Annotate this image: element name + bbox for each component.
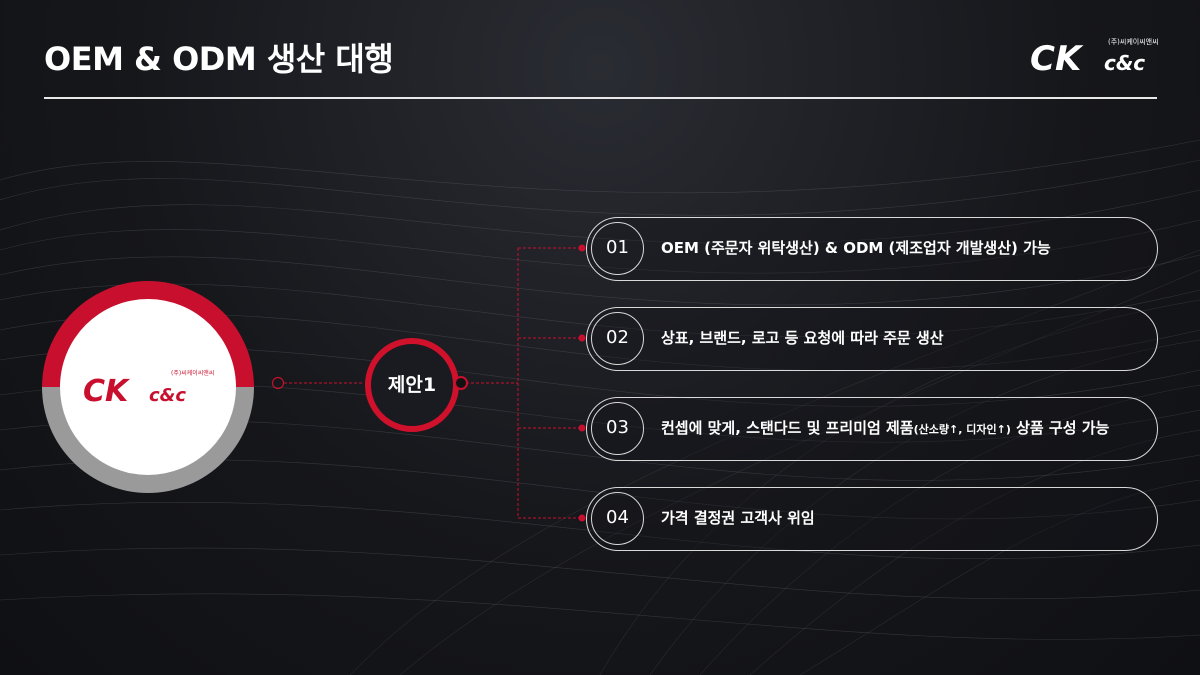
logo-mark: CK	[1030, 39, 1084, 76]
item-text: 상표, 브랜드, 로고 등 요청에 따라 주문 생산	[661, 329, 944, 347]
logo-cc: c&c	[1104, 51, 1145, 75]
item-number: 01	[591, 222, 644, 275]
list-item-01: 01 OEM (주문자 위탁생산) & ODM (제조업자 개발생산) 가능	[586, 217, 1158, 281]
proposal-label: 제안1	[387, 374, 437, 396]
company-logo: CK c&c (주)씨케이씨앤씨	[1030, 36, 1159, 76]
connector-dot-03	[578, 424, 586, 432]
connector-dot-02	[578, 334, 586, 342]
list-item-02: 02 상표, 브랜드, 로고 등 요청에 따라 주문 생산	[586, 307, 1158, 371]
item-number: 04	[591, 492, 644, 545]
proposal-ring-dot	[454, 376, 468, 390]
brand-circle-inner	[60, 299, 236, 475]
item-text-main: 컨셉에 맞게, 스탠다드 및 프리미엄 제품	[661, 419, 914, 437]
list-item-03: 03 컨셉에 맞게, 스탠다드 및 프리미엄 제품(산소량↑, 디자인↑) 상품…	[586, 397, 1158, 461]
item-text: OEM (주문자 위탁생산) & ODM (제조업자 개발생산) 가능	[661, 239, 1051, 257]
brand-logo-center: CK c&c (주)씨케이씨앤씨	[83, 365, 215, 407]
item-text: 컨셉에 맞게, 스탠다드 및 프리미엄 제품(산소량↑, 디자인↑) 상품 구성…	[661, 398, 1109, 459]
company-subtitle: (주)씨케이씨앤씨	[1108, 38, 1159, 46]
title-divider	[44, 97, 1157, 99]
center-logo-mark: CK	[83, 374, 131, 407]
ck-logo-red-icon: CK c&c	[83, 374, 186, 407]
brand-circle: CK c&c (주)씨케이씨앤씨	[42, 281, 254, 493]
ck-logo-icon: CK c&c	[1030, 39, 1145, 76]
item-text-tail: 상품 구성 가능	[1010, 419, 1110, 437]
item-text: 가격 결정권 고객사 위임	[661, 509, 815, 527]
item-text-note: (산소량↑, 디자인↑)	[913, 423, 1011, 436]
connector-dot-04	[578, 514, 586, 522]
list-item-04: 04 가격 결정권 고객사 위임	[586, 487, 1158, 551]
center-company-subtitle: (주)씨케이씨앤씨	[171, 370, 215, 377]
item-number: 03	[591, 402, 644, 455]
item-number: 02	[591, 312, 644, 365]
connector-dot-start	[271, 376, 285, 390]
page-title: OEM & ODM 생산 대행	[44, 40, 394, 78]
center-logo-cc: c&c	[149, 385, 186, 406]
connector-dot-01	[578, 244, 586, 252]
